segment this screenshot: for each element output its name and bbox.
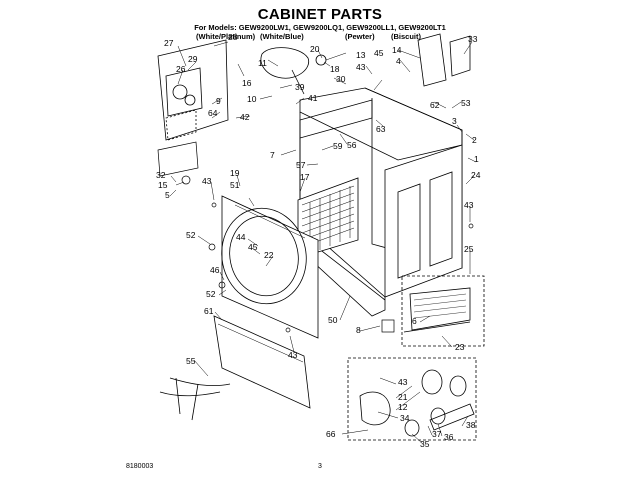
callout-59: 59	[333, 141, 343, 151]
callout-43-right: 43	[464, 200, 474, 210]
callout-63: 63	[376, 124, 386, 134]
callout-29: 29	[188, 54, 198, 64]
callout-44: 44	[236, 232, 246, 242]
callout-6: 6	[412, 316, 417, 326]
callout-19: 19	[230, 168, 240, 178]
hardware-parts	[157, 141, 474, 333]
callout-22: 22	[264, 250, 274, 260]
variant-white-blue: (White/Blue)	[260, 32, 304, 41]
callout-30: 30	[336, 74, 346, 84]
page-number: 3	[318, 463, 322, 470]
callout-43-left: 43	[202, 176, 212, 186]
callout-24: 24	[471, 170, 481, 180]
callout-55: 55	[186, 356, 196, 366]
callout-52-upper: 52	[186, 230, 196, 240]
callout-43-kit: 43	[398, 377, 408, 387]
callout-43-top: 43	[356, 62, 366, 72]
callout-42: 42	[240, 112, 250, 122]
model-list: For Models: GEW9200LW1, GEW9200LQ1, GEW9…	[194, 23, 446, 32]
callout-leader-lines	[169, 41, 477, 444]
callout-66: 66	[326, 429, 336, 439]
page-title: CABINET PARTS	[257, 6, 383, 23]
callout-27: 27	[164, 38, 174, 48]
callout-25: 25	[464, 244, 474, 254]
callout-7: 7	[270, 150, 275, 160]
callout-35: 35	[420, 439, 430, 449]
lint-drawer	[403, 287, 471, 333]
cabinet-body	[299, 87, 463, 317]
callout-8: 8	[356, 325, 361, 335]
callout-39: 39	[295, 82, 305, 92]
callout-2: 2	[472, 135, 477, 145]
callout-18: 18	[330, 64, 340, 74]
callout-17: 17	[300, 172, 310, 182]
callout-64: 64	[208, 108, 218, 118]
callout-21: 21	[398, 392, 408, 402]
callout-20: 20	[310, 44, 320, 54]
callout-5: 5	[165, 190, 170, 200]
callout-32: 32	[156, 170, 166, 180]
variant-biscuit: (Biscuit)	[391, 32, 421, 41]
callout-33: 33	[468, 34, 478, 44]
exhaust-kit-box	[347, 275, 485, 441]
wire-harness	[159, 377, 231, 421]
callout-13: 13	[356, 50, 366, 60]
callout-45-top: 45	[374, 48, 384, 58]
callout-11: 11	[258, 58, 267, 68]
callout-56: 56	[347, 140, 357, 150]
callout-1: 1	[474, 154, 479, 164]
callout-38: 38	[466, 420, 476, 430]
callout-57: 57	[296, 160, 306, 170]
callout-15: 15	[158, 180, 168, 190]
callout-4: 4	[396, 56, 401, 66]
callout-36: 36	[444, 432, 454, 442]
callout-16: 16	[242, 78, 252, 88]
callout-52-lower: 52	[206, 289, 216, 299]
callout-10: 10	[247, 94, 257, 104]
callout-28: 28	[228, 32, 238, 42]
callout-62: 62	[430, 100, 440, 110]
callout-9: 9	[216, 96, 221, 106]
control-box	[157, 39, 229, 141]
document-number: 8180003	[126, 463, 154, 470]
callout-26: 26	[176, 64, 186, 74]
callout-45-mid: 45	[248, 242, 258, 252]
callout-50: 50	[328, 315, 338, 325]
callout-34: 34	[400, 413, 410, 423]
belt-assembly	[260, 47, 327, 95]
variant-white-platinum: (White/Platinum)	[196, 32, 256, 41]
callout-labels: 27 28 29 26 16 9 11 20 18 13 43 30 45 14…	[156, 32, 481, 449]
callout-61: 61	[204, 306, 214, 316]
callout-23: 23	[455, 342, 465, 352]
callout-41: 41	[308, 93, 318, 103]
callout-51: 51	[230, 180, 240, 190]
toe-panel	[213, 315, 311, 409]
callout-14: 14	[392, 45, 402, 55]
callout-12: 12	[398, 402, 408, 412]
front-panel	[221, 195, 319, 339]
callout-53: 53	[461, 98, 471, 108]
door-hinge-bracket	[417, 33, 471, 87]
callout-37: 37	[432, 429, 442, 439]
callout-3: 3	[452, 116, 457, 126]
callout-43-front: 43	[288, 350, 298, 360]
variant-pewter: (Pewter)	[345, 32, 375, 41]
callout-46: 46	[210, 265, 220, 275]
